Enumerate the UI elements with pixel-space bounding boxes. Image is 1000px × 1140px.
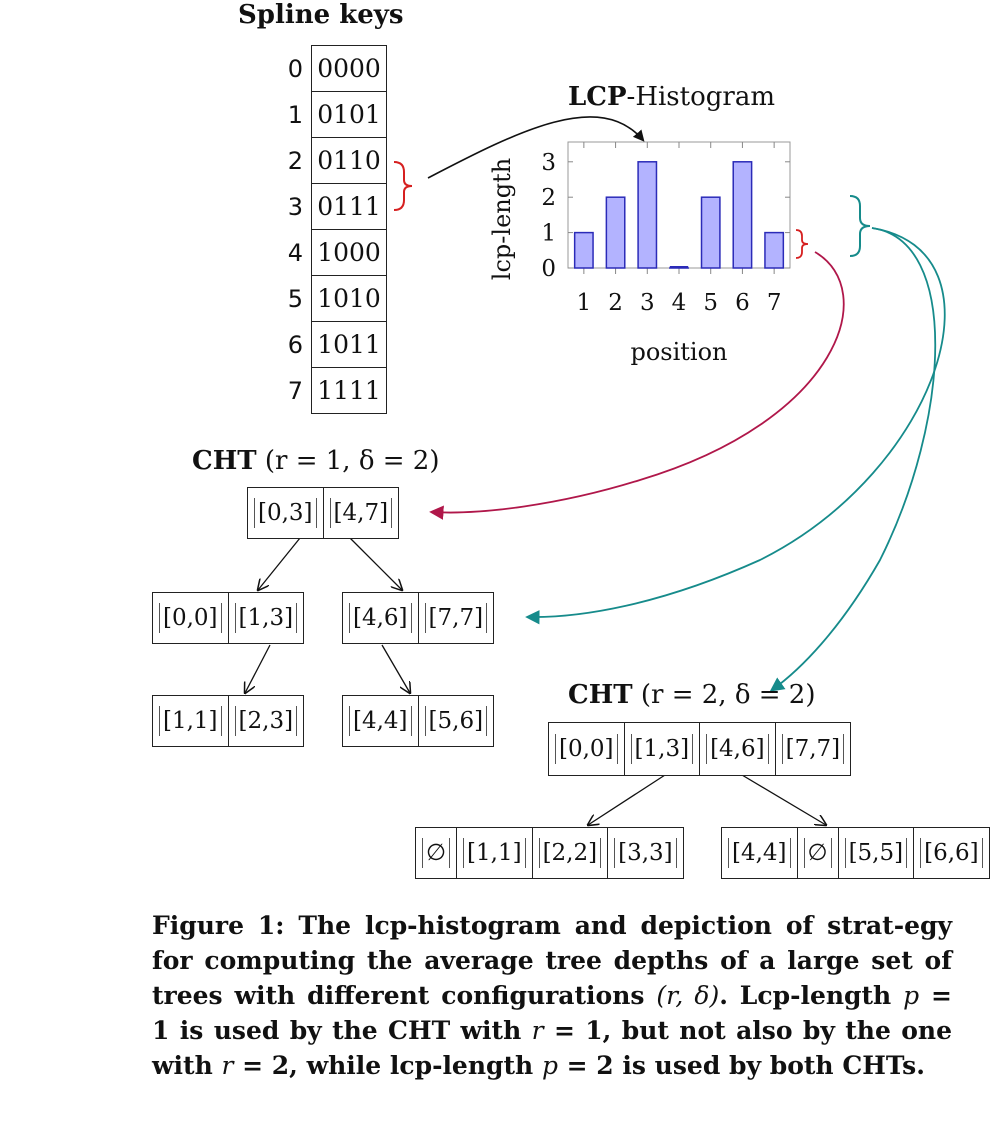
cht2-cl-cell-1: [1,1] xyxy=(457,828,533,878)
cht2-cl-cell-2: [2,2] xyxy=(533,828,609,878)
histogram-bar xyxy=(700,196,721,269)
cht1-level2-left-node: [1,1] [2,3] xyxy=(152,695,305,747)
histogram-ytick-label: 3 xyxy=(541,150,556,176)
spline-key-index: 2 xyxy=(287,146,303,175)
red-brace-keys xyxy=(393,161,413,211)
cht1-l2r-cell-1: [5,6] xyxy=(419,696,494,746)
spline-key-index: 4 xyxy=(287,238,303,267)
histogram-title-bold: LCP xyxy=(568,82,627,112)
spline-key-row: 3 0111 xyxy=(270,183,387,230)
cht2-child-right-node: [4,4] ∅ [5,5] [6,6] xyxy=(721,827,990,879)
spline-key-row: 7 1111 xyxy=(270,367,387,414)
cht2-root-cell-0: [0,0] xyxy=(549,723,625,775)
cht2-cr-cell-1: ∅ xyxy=(798,828,839,878)
cht1-l1r-cell-1: [7,7] xyxy=(419,593,494,643)
histogram-ytick-label: 2 xyxy=(541,185,556,211)
cht1-root-cell-1: [4,7] xyxy=(324,488,399,538)
histogram-ylabel: lcp-length xyxy=(488,158,516,280)
histogram-xtick-label: 2 xyxy=(608,290,623,316)
spline-key-value: 0110 xyxy=(311,137,387,184)
cht2-title: CHT (r = 2, δ = 2) xyxy=(568,680,816,710)
cht1-root-node: [0,3] [4,7] xyxy=(247,487,400,539)
cht2-root-cell-2: [4,6] xyxy=(700,723,776,775)
spline-key-value: 0101 xyxy=(311,91,387,138)
spline-key-value: 0111 xyxy=(311,183,387,230)
cht1-level1-right-node: [4,6] [7,7] xyxy=(342,592,495,644)
cht2-cr-cell-3: [6,6] xyxy=(914,828,989,878)
histogram-xtick-label: 4 xyxy=(672,290,687,316)
histogram-title: LCP-Histogram xyxy=(568,82,775,112)
spline-key-index: 5 xyxy=(287,284,303,313)
cht2-child-left-node: ∅ [1,1] [2,2] [3,3] xyxy=(415,827,684,879)
histogram-xtick-label: 6 xyxy=(735,290,750,316)
cht1-l2l-cell-0: [1,1] xyxy=(153,696,229,746)
histogram-xtick-label: 5 xyxy=(703,290,718,316)
figure-caption: Figure 1: The lcp-histogram and depictio… xyxy=(152,911,953,1080)
cht1-level2-right-node: [4,4] [5,6] xyxy=(342,695,495,747)
arrows-overlay xyxy=(0,116,946,900)
spline-key-index: 1 xyxy=(287,100,303,129)
cht1-l2r-cell-0: [4,4] xyxy=(343,696,419,746)
cht1-l1r-cell-0: [4,6] xyxy=(343,593,419,643)
cht2-cr-cell-2: [5,5] xyxy=(839,828,915,878)
spline-key-row: 6 1011 xyxy=(270,321,387,368)
spline-key-index: 6 xyxy=(287,330,303,359)
spline-key-value: 1011 xyxy=(311,321,387,368)
cht1-level1-left-node: [0,0] [1,3] xyxy=(152,592,305,644)
histogram-bar xyxy=(732,161,753,269)
cht1-title-rest: (r = 1, δ = 2) xyxy=(256,446,440,476)
spline-key-value: 1000 xyxy=(311,229,387,276)
cht1-title: CHT (r = 1, δ = 2) xyxy=(192,446,440,476)
spline-key-value: 1111 xyxy=(311,367,387,414)
cht2-root-cell-3: [7,7] xyxy=(776,723,851,775)
spline-key-row: 4 1000 xyxy=(270,229,387,276)
cht2-title-rest: (r = 2, δ = 2) xyxy=(632,680,816,710)
keys-to-histogram-arrow xyxy=(427,116,645,179)
histogram-xlabel: position xyxy=(630,338,727,366)
cht1-l1l-cell-1: [1,3] xyxy=(229,593,304,643)
spline-key-index: 7 xyxy=(287,376,303,405)
spline-key-index: 0 xyxy=(287,54,303,83)
histogram-bar xyxy=(573,231,594,269)
teal-brace-hist xyxy=(849,195,871,257)
spline-key-row: 1 0101 xyxy=(270,91,387,138)
histogram-ytick-label: 0 xyxy=(541,256,556,282)
histogram-title-rest: -Histogram xyxy=(626,82,775,112)
cht2-root-node: [0,0] [1,3] [4,6] [7,7] xyxy=(548,722,852,776)
cht1-l2l-cell-1: [2,3] xyxy=(229,696,304,746)
red-arrow-to-cht1 xyxy=(429,251,845,520)
red-brace-hist xyxy=(795,229,809,259)
cht2-cl-cell-3: [3,3] xyxy=(608,828,683,878)
spline-key-row: 2 0110 xyxy=(270,137,387,184)
cht2-cr-cell-0: [4,4] xyxy=(722,828,798,878)
histogram-bar xyxy=(764,231,785,269)
histogram-bar xyxy=(605,196,626,269)
cht2-title-bold: CHT xyxy=(568,680,633,710)
teal-arrow-to-cht1-level1 xyxy=(525,227,946,625)
cht1-root-cell-0: [0,3] xyxy=(248,488,324,538)
histogram-xtick-label: 1 xyxy=(577,290,592,316)
cht1-title-bold: CHT xyxy=(192,446,257,476)
histogram-bar xyxy=(637,161,658,269)
histogram-xtick-label: 3 xyxy=(640,290,655,316)
histogram-ytick-label: 1 xyxy=(541,221,556,247)
spline-key-index: 3 xyxy=(287,192,303,221)
cht2-cl-cell-0: ∅ xyxy=(416,828,458,878)
cht2-root-cell-1: [1,3] xyxy=(625,723,701,775)
spline-keys-title: Spline keys xyxy=(238,0,404,30)
cht1-l1l-cell-0: [0,0] xyxy=(153,593,229,643)
teal-arrow-to-cht2 xyxy=(769,227,937,692)
histogram-xtick-label: 7 xyxy=(767,290,782,316)
